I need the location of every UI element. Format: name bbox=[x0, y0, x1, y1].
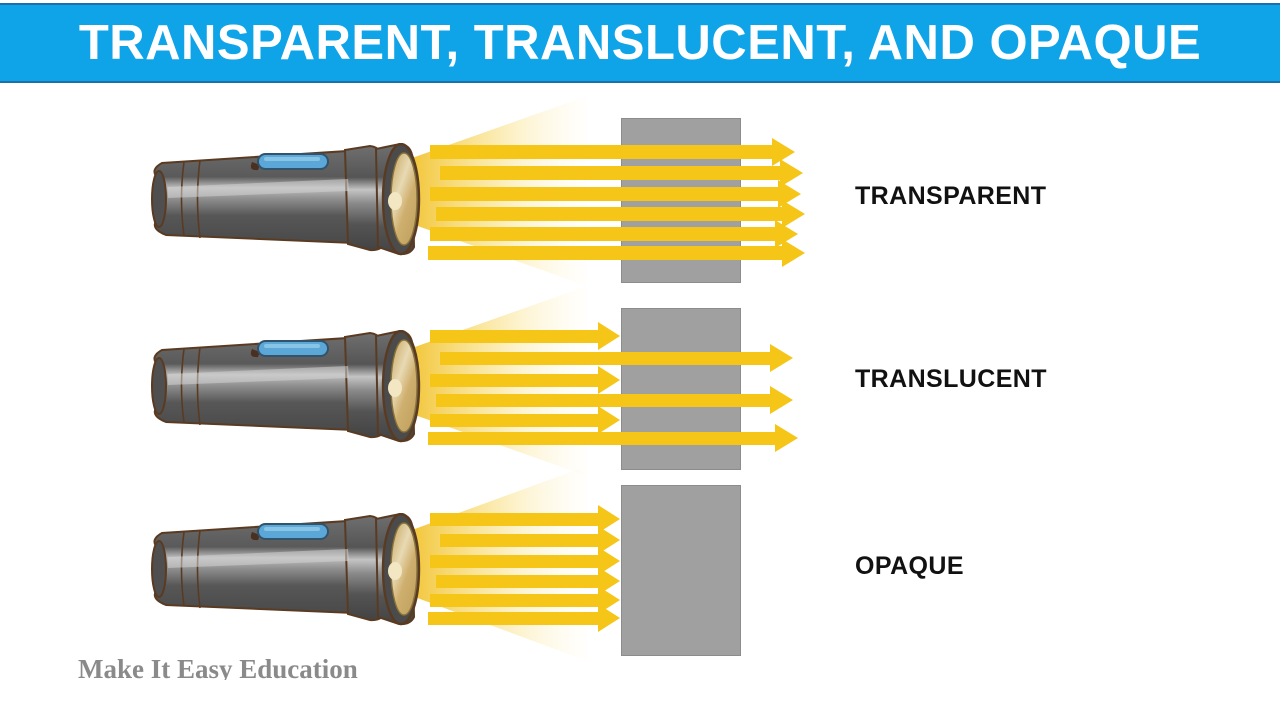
flashlight-opaque bbox=[148, 513, 438, 628]
page-title: TRANSPARENT, TRANSLUCENT, AND OPAQUE bbox=[78, 15, 1202, 70]
light-rays-transparent bbox=[0, 0, 1280, 300]
power-switch bbox=[250, 340, 329, 358]
flashlight-translucent bbox=[148, 330, 438, 445]
row-translucent: TRANSLUCENT bbox=[148, 286, 1047, 476]
material-block-opaque bbox=[621, 485, 741, 656]
power-switch bbox=[250, 153, 329, 171]
label-opaque: OPAQUE bbox=[855, 552, 964, 580]
row-transparent: TRANSPARENT bbox=[0, 0, 1280, 300]
light-rays-translucent bbox=[428, 322, 798, 452]
flashlight-transparent bbox=[148, 143, 438, 258]
light-rays-opaque bbox=[428, 505, 620, 632]
power-switch bbox=[250, 523, 329, 541]
title-banner: TRANSPARENT, TRANSLUCENT, AND OPAQUE bbox=[0, 3, 1280, 83]
label-translucent: TRANSLUCENT bbox=[855, 365, 1047, 393]
row-opaque: OPAQUE bbox=[148, 466, 964, 661]
watermark: Make It Easy Education bbox=[78, 654, 358, 680]
label-transparent: TRANSPARENT bbox=[855, 182, 1047, 210]
